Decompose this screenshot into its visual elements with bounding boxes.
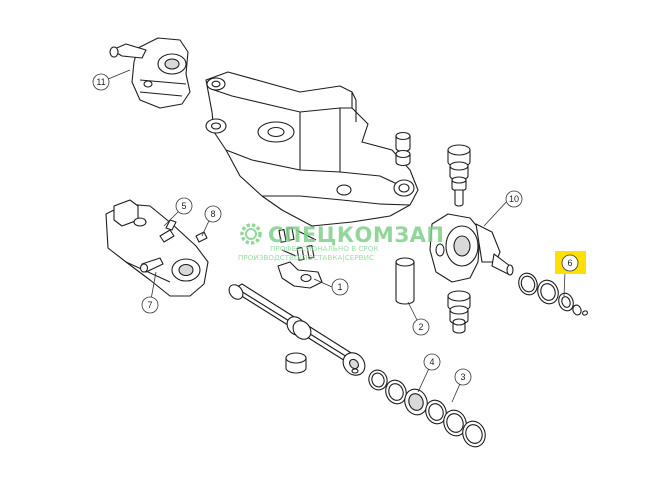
- pins-and-bracket: [277, 227, 323, 289]
- king-pin: [395, 257, 415, 305]
- callout-label-3: 3: [460, 372, 465, 382]
- callout-label-11: 11: [96, 77, 105, 87]
- callout-6-highlighted[interactable]: 6: [555, 251, 586, 274]
- shaft-seals-group: [368, 369, 486, 448]
- watermark-line-1: ПРОФЕССИОНАЛЬНО В СРОК: [270, 244, 379, 253]
- end-cap: [285, 352, 307, 374]
- bushing-stack-upper: [447, 144, 471, 207]
- callout-label-4: 4: [429, 357, 434, 367]
- drive-shaft: [228, 283, 366, 376]
- callout-label-10: 10: [509, 194, 519, 204]
- callout-4[interactable]: 4: [423, 353, 441, 371]
- callout-label-8: 8: [210, 209, 215, 219]
- seal-rings-group: [518, 272, 588, 316]
- steering-knuckle-upper-left: [109, 37, 191, 109]
- callout-5[interactable]: 5: [175, 197, 193, 215]
- bushing-stack-lower: [447, 290, 471, 334]
- callout-10[interactable]: 10: [505, 190, 523, 208]
- callout-label-5: 5: [181, 201, 186, 211]
- callout-label-6: 6: [567, 258, 572, 268]
- gear-icon: [240, 223, 262, 245]
- watermark-line-2: ПРОИЗВОДСТВО|ПОСТАВКА|СЕРВИС: [238, 253, 374, 262]
- callout-11[interactable]: 11: [92, 73, 110, 91]
- callout-label-1: 1: [337, 282, 342, 292]
- small-bushings: [395, 131, 411, 167]
- callout-3[interactable]: 3: [454, 368, 472, 386]
- watermark: СПЕЦКОМЗАП ПРОФЕССИОНАЛЬНО В СРОК ПРОИЗВ…: [238, 223, 444, 262]
- callout-label-7: 7: [147, 300, 152, 310]
- callout-label-2: 2: [418, 322, 423, 332]
- callout-8[interactable]: 8: [204, 205, 222, 223]
- steering-knuckle-right: [429, 213, 514, 283]
- watermark-title: СПЕЦКОМЗАП: [268, 223, 444, 247]
- steering-knuckle-lower-left: [105, 199, 209, 297]
- callout-7[interactable]: 7: [141, 296, 159, 314]
- callout-2[interactable]: 2: [412, 318, 430, 336]
- axle-housing: [205, 71, 419, 227]
- callout-1[interactable]: 1: [331, 278, 349, 296]
